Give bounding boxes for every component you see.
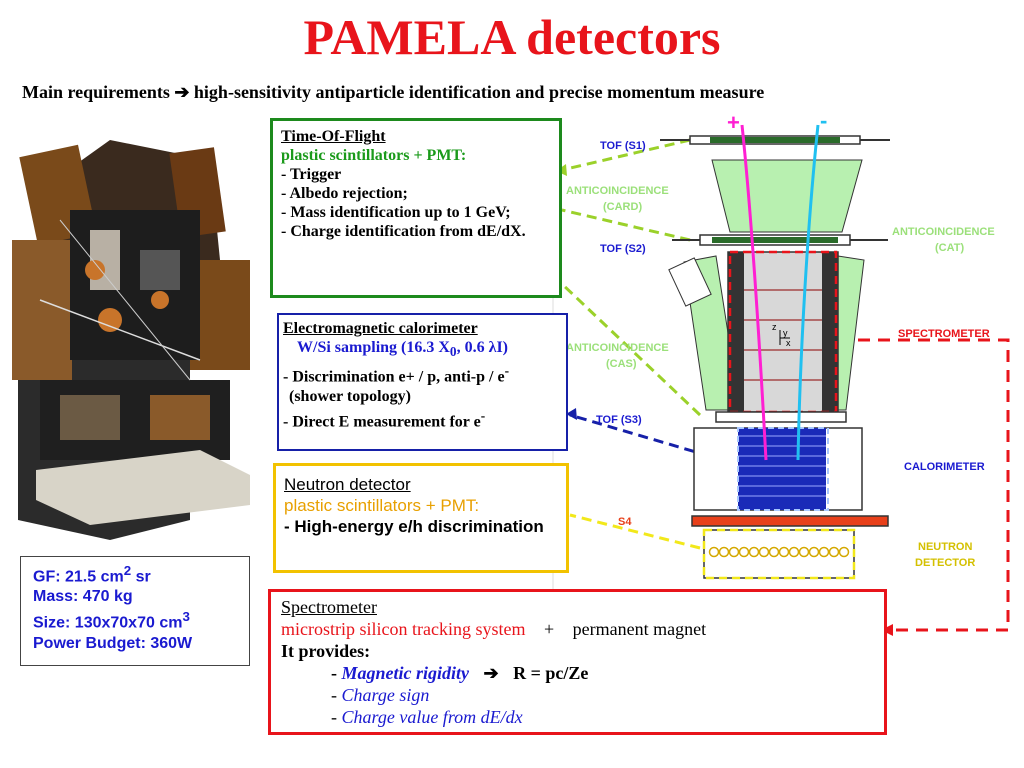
label-cat-2: (CAT) (935, 242, 964, 254)
tof-item: - Albedo rejection; (281, 185, 408, 202)
tof-info-box: Time-Of-Flight plastic scintillators + P… (270, 118, 562, 298)
ecal-tech-sub: 0 (449, 344, 457, 360)
spec-gf: GF: 21.5 cm2 sr (33, 561, 237, 587)
neutron-tubes (708, 546, 850, 558)
spectrometer-item-1: - Magnetic rigidity ➔ R = pc/Ze (331, 663, 589, 683)
spec-power: Power Budget: 360W (33, 634, 193, 652)
spectrometer-item-2: - Charge sign (331, 685, 430, 705)
page-title: PAMELA detectors (303, 9, 721, 65)
subtitle-lead: Main requirements (22, 82, 170, 102)
ecal-tech: W/Si sampling (16.3 X0, 0.6 λI) (283, 338, 562, 361)
neutron-heading: Neutron detector (284, 475, 411, 494)
calorimeter-layers (738, 435, 826, 497)
spec-mass: Mass: 470 kg (33, 588, 133, 606)
subtitle: Main requirements ➔ high-sensitivity ant… (22, 82, 764, 103)
tof-tech: plastic scintillators + PMT: (281, 147, 467, 164)
ecal-item-1-sup: - (504, 363, 510, 379)
ecal-tech-b: , 0.6 λI) (456, 339, 509, 356)
ecal-item-2: (shower topology) (289, 387, 411, 405)
axis-label-x: x (786, 338, 791, 348)
spec-size-sup: 3 (182, 609, 190, 625)
tof-item: - Mass identification up to 1 GeV; (281, 204, 511, 221)
spec-size-text: Size: 130x70x70 cm (33, 614, 183, 632)
axis-label-y: y (783, 328, 788, 338)
spec-gf-text: GF: 21.5 cm (33, 568, 124, 586)
spec-size: Size: 130x70x70 cm3 (33, 607, 237, 633)
axis-label-z: z (772, 322, 777, 332)
spectrometer-tech-line: microstrip silicon tracking system + per… (281, 618, 874, 640)
satellite-photo (12, 140, 250, 540)
ecal-heading: Electromagnetic calorimeter (283, 320, 478, 337)
tof-heading: Time-Of-Flight (281, 128, 386, 145)
neutron-info-box: Neutron detector plastic scintillators +… (273, 463, 569, 573)
spectrometer-item-3: - Charge value from dE/dx (331, 707, 523, 727)
label-positive-track: + (727, 110, 740, 135)
label-s4: S4 (618, 516, 632, 528)
tof-item: - Trigger (281, 166, 342, 183)
label-card-2: (CARD) (603, 201, 642, 213)
arrow-right-icon: ➔ (174, 82, 190, 102)
label-calorimeter: CALORIMETER (904, 461, 985, 473)
ecal-item: - Discrimination e+ / p, anti-p / e- (283, 361, 562, 386)
spectrometer-provides: It provides: (281, 641, 371, 661)
label-spectrometer: SPECTROMETER (898, 328, 990, 340)
ecal-item-3: - Direct E measurement for e (283, 412, 481, 430)
spectrometer-info-box: Spectrometer microstrip silicon tracking… (268, 589, 887, 735)
neutron-tech: plastic scintillators + PMT: (284, 496, 480, 515)
label-card-1: ANTICOINCIDENCE (566, 185, 669, 197)
label-neutron-1: NEUTRON (918, 541, 972, 553)
label-cas-1: ANTICOINCIDENCE (566, 342, 669, 354)
ecal-item-3-sup: - (480, 407, 486, 423)
tof-item: - Charge identification from dE/dX. (281, 223, 526, 240)
ecal-item: - Direct E measurement for e- (283, 406, 562, 431)
label-tof-s3: TOF (S3) (596, 414, 642, 426)
label-tof-s1: TOF (S1) (600, 140, 646, 152)
ecal-tech-a: W/Si sampling (16.3 X (297, 339, 450, 356)
spectrometer-item-2-text: Charge sign (341, 685, 430, 705)
spectrometer-formula: R = pc/Ze (513, 663, 589, 683)
spectrometer-item-1-text: Magnetic rigidity (341, 663, 470, 683)
ecal-info-box: Electromagnetic calorimeter W/Si samplin… (277, 313, 568, 451)
spectrometer-heading: Spectrometer (281, 597, 377, 617)
subtitle-text: high-sensitivity antiparticle identifica… (193, 82, 765, 102)
neutron-item: - High-energy e/h discrimination (284, 517, 544, 536)
spectrometer-magnet: permanent magnet (572, 619, 707, 639)
detector-schematic (660, 124, 890, 580)
label-cas-2: (CAS) (606, 358, 637, 370)
label-cat-1: ANTICOINCIDENCE (892, 226, 995, 238)
label-neutron-2: DETECTOR (915, 557, 975, 569)
specs-box: GF: 21.5 cm2 sr Mass: 470 kg Size: 130x7… (20, 556, 250, 666)
arrow-right-icon: ➔ (483, 663, 499, 683)
label-negative-track: - (820, 108, 827, 133)
spectrometer-tech: microstrip silicon tracking system (281, 619, 526, 639)
spectrometer-item-3-text: Charge value from dE/dx (341, 707, 523, 727)
spec-gf-sup: 2 (123, 563, 132, 578)
ecal-item-1: - Discrimination e+ / p, anti-p / e (283, 368, 505, 386)
spectrometer-plus: + (543, 619, 555, 639)
spec-gf-unit: sr (131, 568, 151, 586)
label-tof-s2: TOF (S2) (600, 243, 646, 255)
